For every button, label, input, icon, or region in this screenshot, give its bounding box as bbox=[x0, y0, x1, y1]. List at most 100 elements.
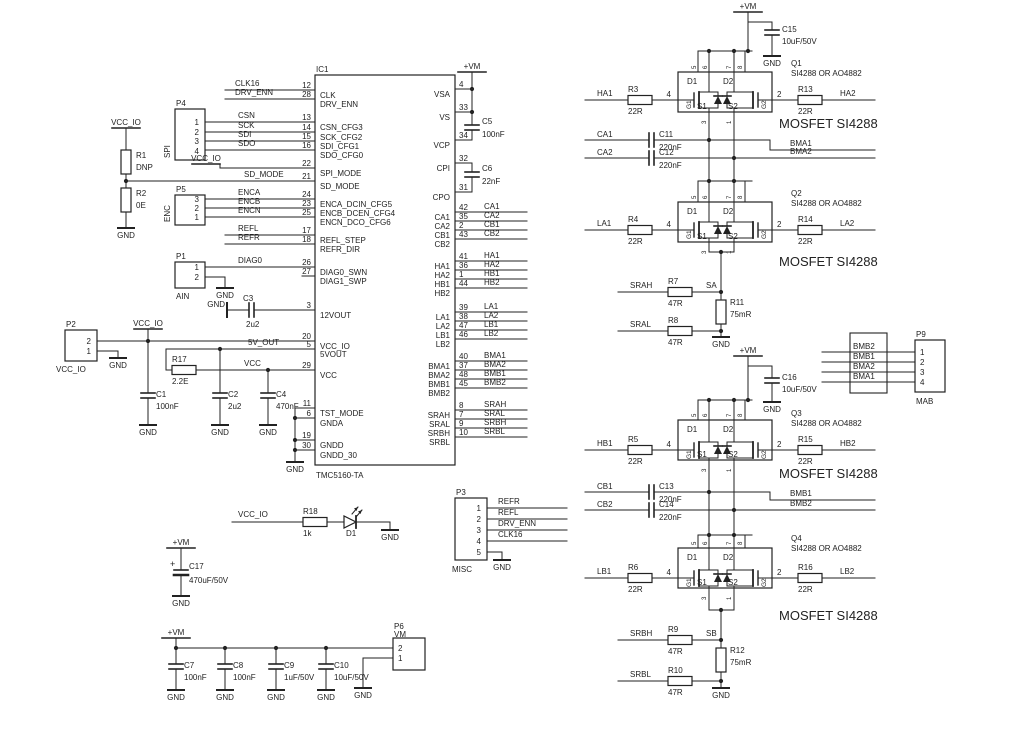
pin-name: VCC bbox=[320, 371, 337, 380]
junction-dot bbox=[323, 645, 329, 651]
pin-number: 22 bbox=[302, 159, 311, 168]
led-arrow-icon bbox=[354, 507, 358, 511]
junction-dot bbox=[718, 328, 724, 334]
pin-number: 1 bbox=[87, 347, 92, 356]
net-label: HB1 bbox=[484, 269, 500, 278]
net-label: CA2 bbox=[484, 211, 500, 220]
power-label: +VM bbox=[740, 2, 757, 11]
gnd-label: GND bbox=[286, 465, 304, 474]
resistor-ref: R11 bbox=[730, 298, 745, 307]
net-label: SDO bbox=[238, 139, 255, 148]
connector-name: AIN bbox=[176, 292, 190, 301]
fet-label: S1 bbox=[697, 232, 707, 241]
pin-name: VCC_IO bbox=[320, 342, 350, 351]
net-label: LA1 bbox=[597, 219, 612, 228]
pin-number: 39 bbox=[459, 303, 468, 312]
gnd-label: GND bbox=[317, 693, 335, 702]
capacitor-value: 220nF bbox=[659, 495, 682, 504]
net-label: LB2 bbox=[484, 329, 499, 338]
net-label: SRAL bbox=[484, 409, 505, 418]
pin-name: HB1 bbox=[434, 280, 450, 289]
junction-dot bbox=[718, 249, 724, 255]
mosfet-note: MOSFET SI4288 bbox=[779, 466, 878, 481]
junction-dot bbox=[145, 338, 151, 344]
gnd-label: GND bbox=[763, 405, 781, 414]
net-label: CB1 bbox=[484, 220, 500, 229]
gnd-label: GND bbox=[109, 361, 127, 370]
fet-label: G2 bbox=[761, 578, 768, 587]
junction-dot bbox=[718, 678, 724, 684]
junction-dot bbox=[292, 447, 298, 453]
pin-name: CLK bbox=[320, 91, 336, 100]
capacitor-value: 10uF/50V bbox=[782, 385, 817, 394]
capacitor-value: 220nF bbox=[659, 161, 682, 170]
junction-dot bbox=[217, 346, 223, 352]
pin-number: 30 bbox=[302, 441, 311, 450]
pin-number: 1 bbox=[195, 118, 200, 127]
net-label: BMB1 bbox=[484, 369, 506, 378]
pin-number: 11 bbox=[303, 399, 312, 408]
pin-number: 29 bbox=[302, 361, 311, 370]
pin-name: LB2 bbox=[436, 340, 451, 349]
fet-label: D1 bbox=[687, 77, 698, 86]
net-label: BMA2 bbox=[484, 360, 506, 369]
pin-number: 2 bbox=[777, 440, 782, 449]
net-label: BMA1 bbox=[790, 139, 812, 148]
pin-number: 2 bbox=[195, 204, 200, 213]
net-label: SRAH bbox=[484, 400, 506, 409]
capacitor-value: 220nF bbox=[659, 143, 682, 152]
pin-number: 10 bbox=[459, 428, 468, 437]
resistor-value: DNP bbox=[136, 163, 153, 172]
pin-number: 17 bbox=[302, 226, 311, 235]
pin-number: 36 bbox=[459, 261, 468, 270]
connector-name: VM bbox=[394, 630, 406, 639]
capacitor-ref: C8 bbox=[233, 661, 244, 670]
fet-label: S1 bbox=[697, 578, 707, 587]
junction-dot bbox=[731, 397, 737, 403]
polarity-plus: + bbox=[170, 559, 175, 569]
gnd-label: GND bbox=[381, 533, 399, 542]
pin-number: 32 bbox=[459, 154, 468, 163]
pin-number: 34 bbox=[459, 131, 468, 140]
resistor-value: 75mR bbox=[730, 310, 752, 319]
net-label: ENCN bbox=[238, 206, 261, 215]
resistor-ref: R17 bbox=[172, 355, 187, 364]
junction-dot bbox=[292, 415, 298, 421]
pin-name: LB1 bbox=[436, 331, 451, 340]
fet-label: S2 bbox=[728, 578, 738, 587]
fet-label: G1 bbox=[686, 100, 693, 109]
net-label: SRBL bbox=[484, 427, 505, 436]
pin-number: 20 bbox=[302, 332, 311, 341]
pin-number: 1 bbox=[477, 504, 482, 513]
capacitor-ref: C4 bbox=[276, 390, 287, 399]
connector-name: VCC_IO bbox=[56, 365, 86, 374]
pin-number: 9 bbox=[459, 419, 464, 428]
capacitor-ref: C2 bbox=[228, 390, 239, 399]
junction-dot bbox=[718, 289, 724, 295]
gnd-label: GND bbox=[712, 340, 730, 349]
fet-label: G1 bbox=[686, 450, 693, 459]
pin-number: 3 bbox=[195, 137, 200, 146]
net-label: HA2 bbox=[484, 260, 500, 269]
net-label: LA1 bbox=[484, 302, 499, 311]
pin-name: 12VOUT bbox=[320, 311, 351, 320]
pin-number: 8 bbox=[738, 195, 744, 199]
net-label: ENCB bbox=[238, 197, 260, 206]
mosfet-part: SI4288 OR AO4882 bbox=[791, 419, 862, 428]
resistor-value: 22R bbox=[628, 237, 643, 246]
resistor-ref: R16 bbox=[798, 563, 813, 572]
capacitor-value: 2u2 bbox=[228, 402, 242, 411]
